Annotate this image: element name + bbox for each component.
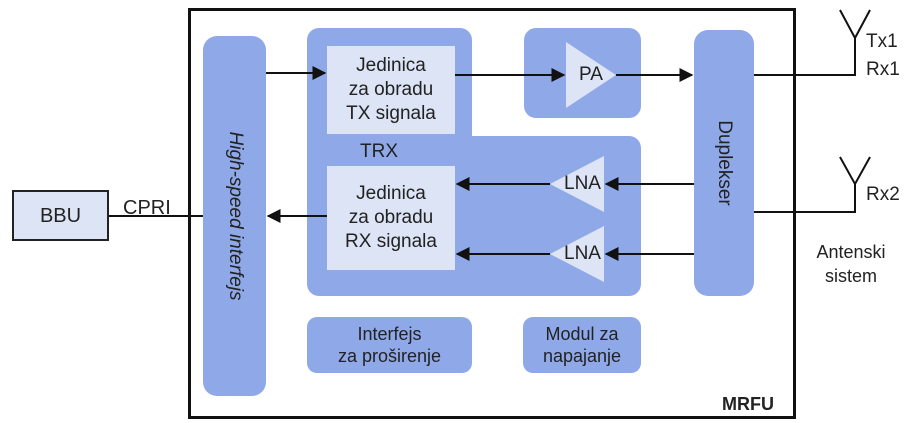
- pa-label: PA: [579, 64, 603, 85]
- trx-label: TRX: [360, 141, 398, 162]
- antenna-rx2-label: Rx2: [866, 184, 900, 205]
- antenna-rx1-label: Rx1: [866, 59, 900, 80]
- lna-1-triangle: [550, 156, 604, 212]
- antenna1-feed: [754, 38, 856, 76]
- rx-processing-unit: Jedinica za obradu RX signala: [327, 166, 455, 270]
- ext-line-2: za proširenje: [337, 346, 442, 366]
- bbu-label: BBU: [39, 204, 82, 227]
- power-line-2: napajanje: [542, 346, 622, 366]
- pa-amplifier-triangle: [566, 42, 616, 108]
- duplexer-block: [694, 30, 754, 296]
- lna-1-label: LNA: [564, 173, 601, 194]
- antenna1-icon: [839, 9, 871, 41]
- extension-interface-block: Interfejs za proširenje: [307, 317, 472, 373]
- antenna-tx1-label: Tx1: [866, 31, 898, 52]
- ext-line-1: Interfejs: [357, 324, 422, 344]
- tx-unit-line-2: za obradu: [348, 79, 434, 100]
- power-line-1: Modul za: [545, 324, 619, 344]
- rx-unit-line-3: RX signala: [345, 231, 437, 252]
- tx-unit-line-1: Jedinica: [356, 55, 426, 76]
- rx-unit-line-2: za obradu: [348, 207, 434, 228]
- tx-processing-unit: Jedinica za obradu TX signala: [327, 46, 455, 134]
- high-speed-interface-block: [203, 36, 266, 396]
- antenna2-icon: [839, 156, 871, 187]
- lna-2-triangle: [550, 226, 604, 282]
- tx-unit-line-3: TX signala: [346, 103, 436, 124]
- antenna-system-line-2: sistem: [824, 266, 877, 286]
- power-module-block: Modul za napajanje: [523, 317, 641, 373]
- bbu-block: BBU: [12, 190, 109, 241]
- antenna-system-line-1: Antenski: [816, 242, 886, 262]
- cpri-label: CPRI: [123, 197, 171, 219]
- lna-2-label: LNA: [564, 243, 601, 264]
- mrfu-label: MRFU: [722, 394, 774, 414]
- antenna2-feed: [754, 184, 856, 213]
- rx-unit-line-1: Jedinica: [356, 183, 426, 204]
- antenna-system-label: Antenski sistem: [806, 240, 896, 288]
